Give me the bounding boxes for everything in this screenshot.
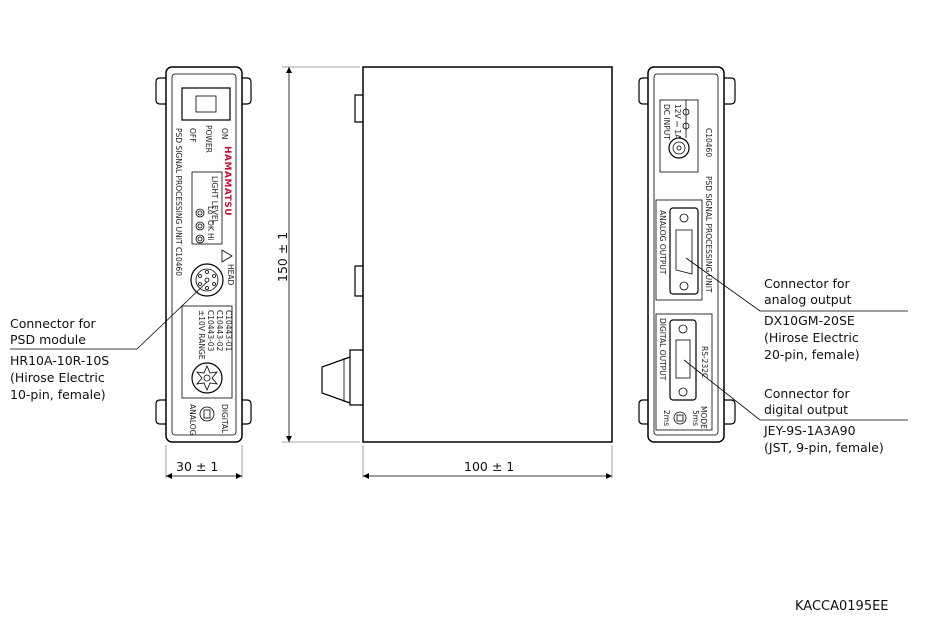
label-analog-output: ANALOG OUTPUT [658, 210, 667, 275]
label-range: ±10V RANGE [197, 310, 206, 360]
label-2ms: 2ms [662, 410, 671, 426]
label-5ms: 5ms [691, 410, 700, 426]
side-view [321, 66, 613, 443]
dim-width-label: 30 ± 1 [176, 459, 218, 474]
power-switch [181, 87, 231, 121]
digital-title-1: Connector for [764, 386, 850, 401]
dimension-width: 30 ± 1 [165, 445, 243, 479]
drawing-code: KACCA0195EE [795, 599, 889, 614]
callout-digital: Connector for digital output JEY-9S-1A3A… [683, 359, 908, 455]
digital-title-2: digital output [764, 402, 848, 417]
digital-detail-1: (JST, 9-pin, female) [764, 440, 884, 455]
label-light-level: LIGHT LEVEL [210, 176, 219, 225]
rear-unit-name: PSD SIGNAL PROCESSING UNIT [704, 176, 713, 293]
label-dc-rating: 12V ⎓ 1A [673, 104, 682, 140]
digital-analog-switch [199, 406, 215, 422]
psd-detail-2: 10-pin, female) [10, 387, 106, 402]
label-ok: OK [206, 220, 215, 232]
level-led-hi [195, 234, 205, 244]
psd-detail-1: (Hirose Electric [10, 370, 105, 385]
label-off: OFF [188, 128, 197, 143]
dimension-height: 150 ± 1 [275, 66, 360, 443]
mode-switch [673, 411, 687, 425]
callout-psd: Connector for PSD module HR10A-10R-10S (… [10, 281, 208, 402]
label-head: HEAD [226, 264, 235, 286]
label-lo: Lo [206, 206, 215, 215]
digital-part: JEY-9S-1A3A90 [763, 423, 856, 438]
psd-connector [190, 263, 224, 297]
front-model-text: PSD SIGNAL PROCESSING UNIT C10460 [174, 128, 183, 276]
front-panel: ON POWER OFF HAMAMATSU PSD SIGNAL PROCES… [155, 66, 252, 443]
warning-icon [221, 249, 233, 263]
analog-detail-2: 20-pin, female) [764, 347, 860, 362]
analog-detail-1: (Hirose Electric [764, 330, 859, 345]
label-digital: DIGITAL [220, 404, 229, 434]
label-hi: Hi [206, 233, 215, 241]
label-on: ON [220, 128, 229, 140]
brand-logo-text: HAMAMATSU [222, 146, 232, 216]
analog-output-connector [669, 207, 699, 295]
rear-panel: DC INPUT 12V ⎓ 1A C10460 PSD SIGNAL PROC… [638, 66, 736, 443]
polarity-icon [682, 100, 690, 138]
label-analog: ANALOG [188, 404, 197, 436]
label-power: POWER [204, 125, 213, 153]
rear-model-text: C10460 [704, 128, 713, 157]
label-rs232c: RS-232C [700, 346, 709, 378]
label-digital-output: DIGITAL OUTPUT [658, 318, 667, 381]
analog-title-1: Connector for [764, 276, 850, 291]
model-c10443-02: C10443-02 [215, 310, 224, 352]
psd-title-2: PSD module [10, 332, 86, 347]
level-led-ok [195, 221, 205, 231]
digital-output-connector [669, 319, 697, 401]
psd-part: HR10A-10R-10S [10, 353, 109, 368]
level-led-lo [195, 208, 205, 218]
dim-height-label: 150 ± 1 [275, 232, 290, 282]
range-selector-dial [191, 362, 223, 394]
psd-title-1: Connector for [10, 316, 96, 331]
analog-part: DX10GM-20SE [764, 313, 855, 328]
callout-analog: Connector for analog output DX10GM-20SE … [685, 257, 908, 362]
model-c10443-03: C10443-03 [206, 310, 215, 352]
dim-depth-label: 100 ± 1 [464, 459, 514, 474]
label-dc-input: DC INPUT [662, 104, 671, 140]
model-c10443-01: C10443-01 [224, 310, 233, 352]
dc-input-jack [668, 137, 690, 159]
analog-title-2: analog output [764, 292, 852, 307]
dimension-depth: 100 ± 1 [362, 445, 613, 479]
label-mode: MODE [699, 406, 708, 429]
